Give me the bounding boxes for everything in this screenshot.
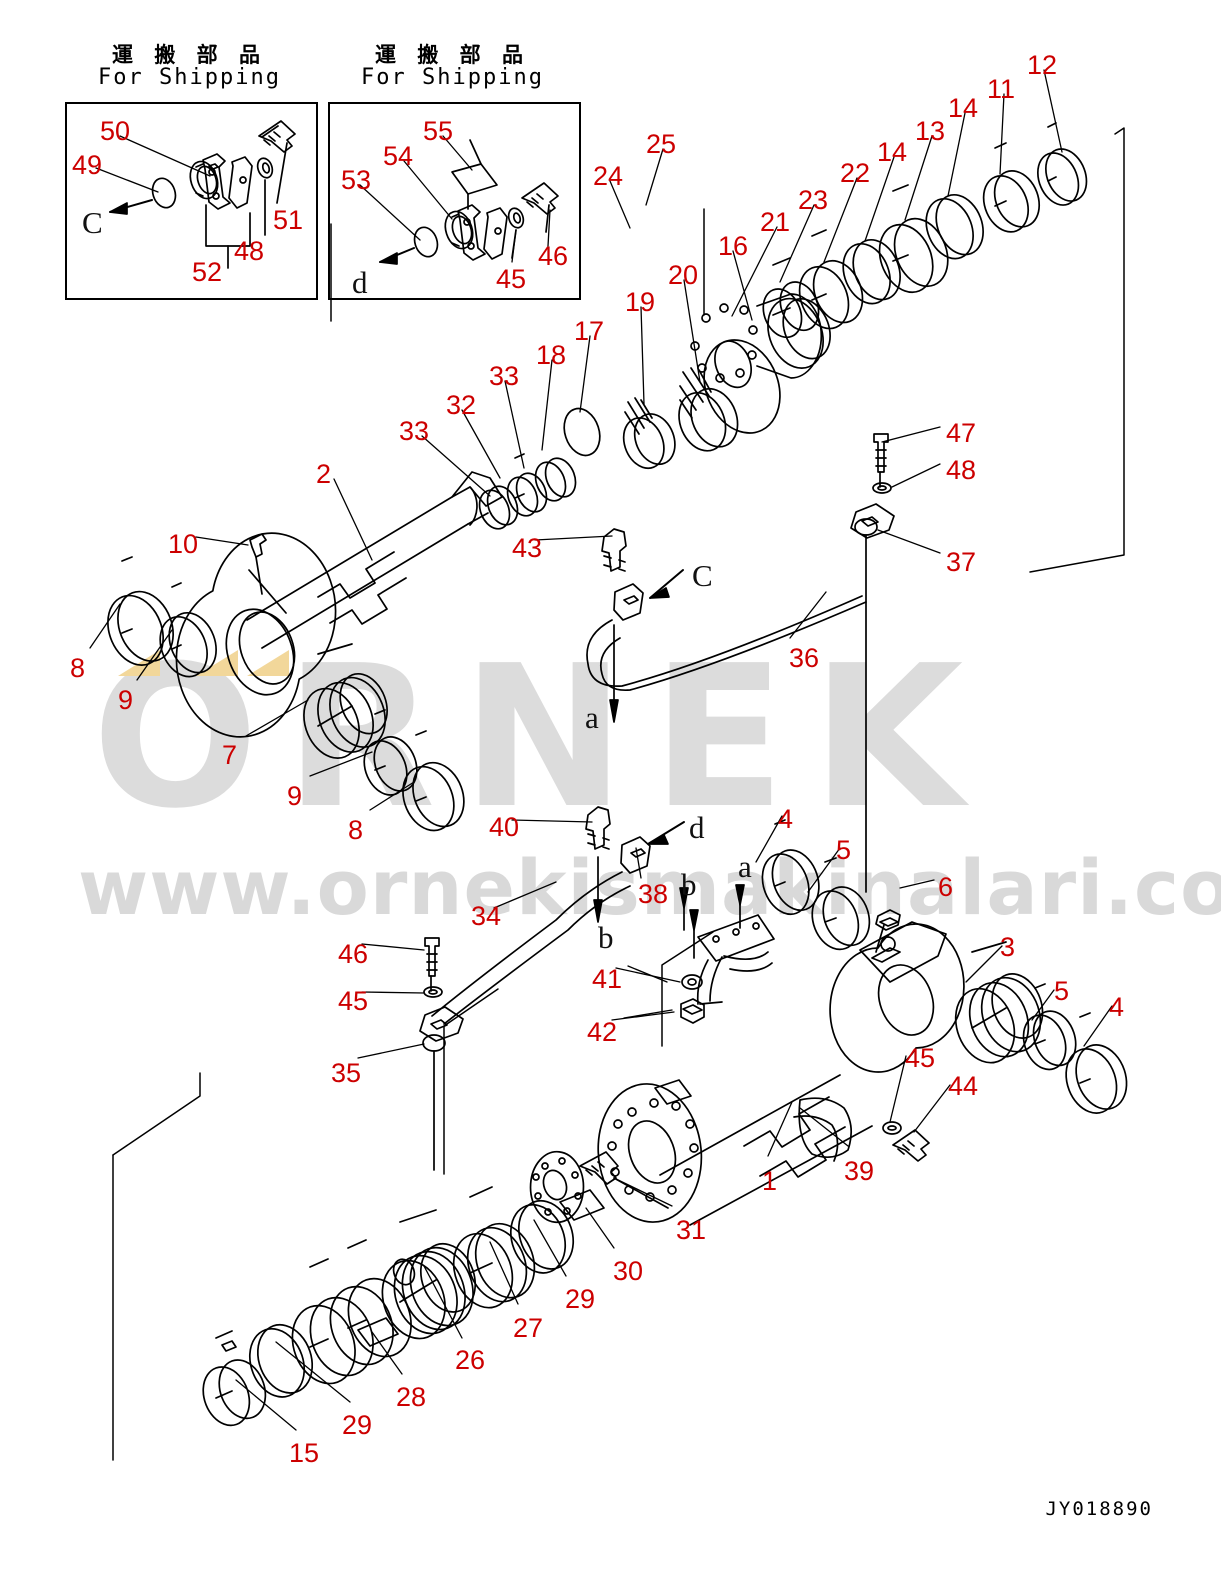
- sheet-boundary: [112, 208, 714, 1461]
- part-number-callout: 15: [289, 1438, 320, 1468]
- part-number-callout: 53: [341, 165, 372, 195]
- section-letter-callout: d: [689, 810, 705, 845]
- part-number-callout: 6: [938, 872, 954, 902]
- part-number-callout: 5: [836, 835, 852, 865]
- part-number-callout: 33: [399, 416, 430, 446]
- shipping-title-jp: 運 搬 部 品: [112, 43, 267, 67]
- part-number-callout: 46: [538, 241, 569, 271]
- part-number-callout: 34: [471, 901, 502, 931]
- part-number-callout: 45: [496, 264, 527, 294]
- part-number-callout: 39: [844, 1156, 875, 1186]
- part-number-callout: 21: [760, 207, 791, 237]
- shipping-title-en-2: For Shipping: [361, 65, 544, 91]
- part-number-callout: 2: [316, 459, 332, 489]
- part-number-callout: 4: [778, 804, 794, 834]
- part-number-callout: 54: [383, 141, 414, 171]
- shipping-box-left-parts: [109, 120, 296, 269]
- part-number-callout: 18: [536, 340, 567, 370]
- part-number-callout: 27: [513, 1313, 544, 1343]
- part-number-callout: 23: [798, 185, 829, 215]
- part-number-callout: 26: [455, 1345, 486, 1375]
- shipping-box-right-header: 運 搬 部 品 For Shipping: [328, 44, 577, 89]
- part-number-callout: 4: [1109, 992, 1125, 1022]
- part-number-callout: 19: [625, 287, 656, 317]
- part-number-callout: 24: [593, 161, 624, 191]
- part-number-callout: 16: [718, 231, 749, 261]
- watermark-triangle-3: [247, 650, 289, 676]
- part-number-callout: 45: [338, 986, 369, 1016]
- part-number-callout: 30: [613, 1256, 644, 1286]
- section-letter-callout: b: [598, 920, 614, 955]
- part-number-callout: 22: [840, 158, 871, 188]
- section-letter-callout: C: [692, 558, 713, 593]
- part-number-callout: 35: [331, 1058, 362, 1088]
- piston-train: [202, 1150, 669, 1427]
- part-number-callout: 8: [348, 815, 364, 845]
- part-number-callout: 43: [512, 533, 543, 563]
- shipping-box-left-header: 運 搬 部 品 For Shipping: [65, 44, 314, 89]
- part-number-callout: 13: [915, 116, 946, 146]
- part-number-callout: 25: [646, 129, 677, 159]
- section-letter-callout: a: [585, 700, 599, 735]
- shipping-box-left: [65, 102, 318, 300]
- drawing-code: JY018890: [1045, 1498, 1153, 1520]
- part-number-callout: 31: [676, 1215, 707, 1245]
- part-number-callout: 28: [396, 1382, 427, 1412]
- part-number-callout: 48: [234, 236, 265, 266]
- part-number-callout: 33: [489, 361, 520, 391]
- part-number-callout: 52: [192, 257, 223, 287]
- part-number-callout: 36: [789, 643, 820, 673]
- part-number-callout: 20: [668, 260, 699, 290]
- part-number-callout: 11: [987, 74, 1016, 104]
- part-number-callout: 32: [446, 390, 477, 420]
- part-number-callout: 47: [946, 418, 977, 448]
- part-number-callout: 29: [565, 1284, 596, 1314]
- section-letter-callout: C: [82, 205, 103, 240]
- leader-lines: [89, 69, 1113, 1431]
- part-number-callout: 5: [1054, 976, 1070, 1006]
- part-number-callout: 3: [1000, 932, 1016, 962]
- part-number-callout: 42: [587, 1017, 618, 1047]
- part-number-callout: 50: [100, 116, 131, 146]
- part-number-callout: 9: [118, 685, 134, 715]
- section-letter-callout: b: [681, 867, 697, 902]
- part-number-callout: 17: [574, 316, 605, 346]
- part-number-callout: 37: [946, 547, 977, 577]
- part-number-callout: 10: [168, 529, 199, 559]
- lower-hose-assembly: [419, 806, 685, 1171]
- part-number-callout: 1: [762, 1166, 778, 1196]
- part-number-callout: 29: [342, 1410, 373, 1440]
- part-number-callout: 55: [423, 116, 454, 146]
- upper-hose-assembly: [586, 433, 895, 893]
- shipping-box-right: [328, 102, 581, 300]
- part-number-callout: 14: [877, 137, 908, 167]
- clamp-bracket: [623, 884, 775, 1024]
- upper-rod-assembly: [478, 122, 1125, 573]
- part-number-callout: 41: [592, 964, 623, 994]
- part-number-callout: 44: [948, 1071, 979, 1101]
- part-number-callout: 14: [948, 93, 979, 123]
- part-number-callout: 12: [1027, 50, 1058, 80]
- shipping-title-en: For Shipping: [98, 65, 281, 91]
- part-number-callout: 45: [905, 1043, 936, 1073]
- part-number-callout: 48: [946, 455, 977, 485]
- part-number-callout: 49: [72, 150, 103, 180]
- part-number-callout: 46: [338, 939, 369, 969]
- watermark-triangle-1: [118, 650, 160, 676]
- part-number-callout: 8: [70, 653, 86, 683]
- part-number-callout: 9: [287, 781, 303, 811]
- section-letter-callout: a: [738, 849, 752, 884]
- section-letter-callout: d: [352, 265, 368, 300]
- part-number-callout: 51: [273, 205, 304, 235]
- part-number-callout: 38: [638, 879, 669, 909]
- part-number-callout: 40: [489, 812, 520, 842]
- part-number-callout: 7: [222, 740, 238, 770]
- shipping-title-jp-2: 運 搬 部 品: [375, 43, 530, 67]
